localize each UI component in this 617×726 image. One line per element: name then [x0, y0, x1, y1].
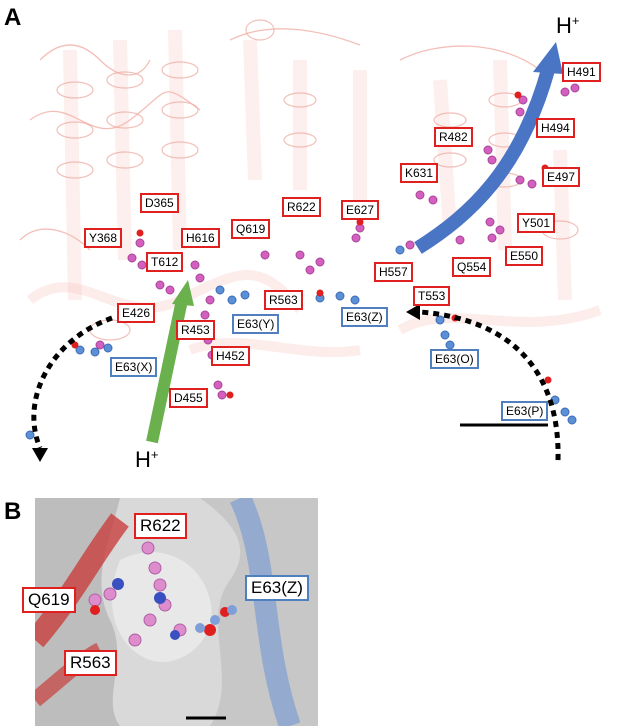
residue-label-e63z: E63(Z) [341, 307, 388, 327]
residue-label-e63p: E63(P) [501, 401, 549, 421]
residue-label-d365: D365 [140, 193, 179, 213]
blue-residues [25, 245, 577, 440]
residue-label-y501: Y501 [517, 213, 556, 233]
residue-label-h557: H557 [374, 262, 413, 282]
residue-label-e497: E497 [542, 167, 581, 187]
residue-label-e63o: E63(O) [430, 349, 479, 369]
residue-label-e550: E550 [505, 246, 544, 266]
residue-label-d455: D455 [169, 388, 208, 408]
panel-a-structure [19, 19, 602, 462]
residue-label-y368: Y368 [84, 228, 123, 248]
residue-label-e63x: E63(X) [110, 357, 158, 377]
blue-proton-arrow [414, 42, 563, 254]
residue-label-h491: H491 [562, 62, 601, 82]
magenta-residues [95, 83, 580, 400]
residue-label-r622-b: R622 [134, 513, 187, 539]
residue-label-q619-b: Q619 [22, 587, 76, 613]
residue-label-t553: T553 [413, 286, 451, 306]
residue-label-r563: R563 [264, 290, 303, 310]
residue-label-q619: Q619 [231, 219, 271, 239]
left-dotted-arrowhead [32, 448, 48, 462]
residue-label-q554: Q554 [452, 257, 492, 277]
panel-b-letter: B [4, 498, 22, 525]
residue-label-h616: H616 [181, 228, 220, 248]
residue-label-e63y: E63(Y) [232, 314, 280, 334]
right-dotted-arrow [419, 309, 561, 461]
residue-label-r453: R453 [176, 320, 215, 340]
residue-label-r482: R482 [434, 127, 473, 147]
protein-ribbon [19, 28, 602, 358]
residue-label-r563-b: R563 [64, 650, 117, 676]
right-dotted-arrowhead [406, 304, 420, 320]
residue-label-e426: E426 [117, 303, 156, 323]
proton-label-top: H+ [556, 13, 580, 38]
residue-label-k631: K631 [400, 163, 439, 183]
residue-label-h494: H494 [536, 118, 575, 138]
residue-label-e627: E627 [341, 200, 380, 220]
panel-a-letter: A [4, 4, 22, 31]
proton-label-bottom: H+ [135, 447, 159, 472]
residue-label-t612: T612 [146, 252, 184, 272]
residue-label-r622: R622 [282, 197, 321, 217]
residue-label-h452: H452 [211, 346, 250, 366]
residue-label-e63z-b: E63(Z) [245, 575, 309, 601]
left-dotted-arrow [31, 315, 113, 449]
